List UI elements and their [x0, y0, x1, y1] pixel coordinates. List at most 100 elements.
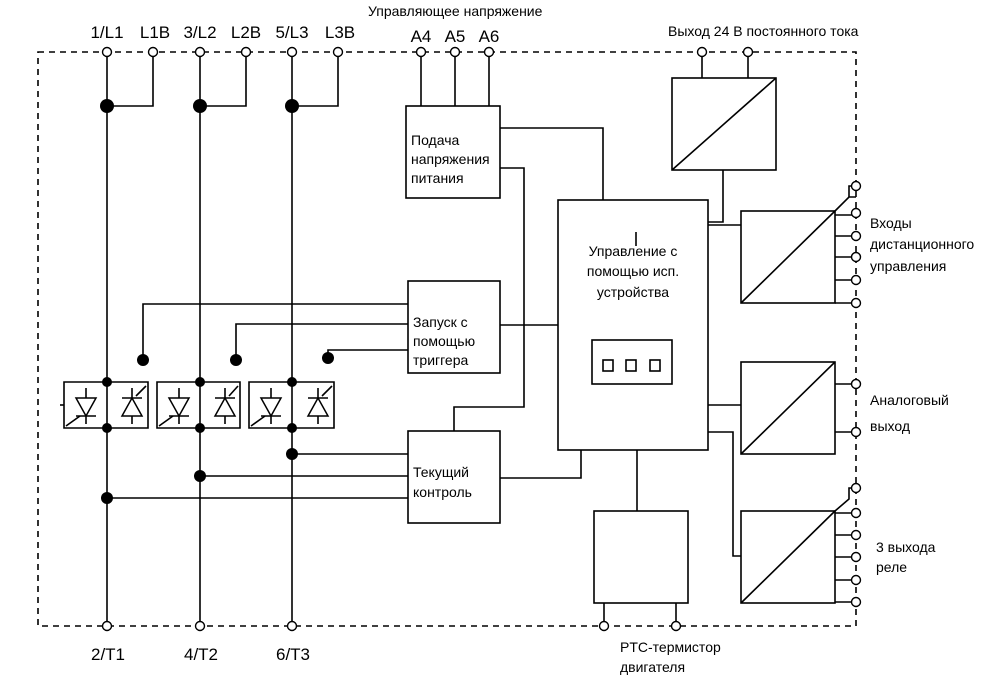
relay-outputs-label-line1: 3 выхода [876, 539, 936, 555]
internal-wiring [453, 127, 741, 557]
terminal-ring-a6 [483, 46, 495, 58]
terminal-ring-relay-4 [850, 551, 862, 563]
current-sense-wiring [107, 453, 408, 499]
power-supply-label-line2: напряжения [411, 151, 490, 167]
terminal-ring-4-t2 [194, 620, 206, 632]
ptc-label-line2: двигателя [620, 659, 685, 675]
terminal-ring-relay-5 [850, 574, 862, 586]
remote-inputs-label-line1: Входы [870, 215, 912, 231]
trigger-start-label-line3: триггера [413, 352, 468, 368]
junction-dot [195, 423, 205, 433]
ptc-block [593, 510, 689, 626]
trigger-start-label-line1: Запуск с [413, 314, 468, 330]
terminal-ring-5-l3 [286, 46, 298, 58]
device-enclosure [37, 51, 857, 627]
thyristor-module-l3 [248, 381, 335, 429]
power-supply-label-line1: Подача [411, 132, 459, 148]
terminal-label-a6: A6 [479, 27, 500, 46]
junction-dot [287, 423, 297, 433]
junction-dot [100, 99, 114, 113]
terminal-ring-l2b [240, 46, 252, 58]
terminal-ring-relay-1 [850, 482, 862, 494]
terminal-ring-1-l1 [101, 46, 113, 58]
junction-dot [195, 377, 205, 387]
terminal-ring-ptc-1 [598, 620, 610, 632]
terminal-ring-remote-2 [850, 207, 862, 219]
terminal-ring-l3b [332, 46, 344, 58]
ptc-label-line1: PTC-термистор [620, 639, 721, 655]
junction-dot [285, 99, 299, 113]
terminal-ring-remote-3 [850, 230, 862, 242]
terminal-label-6-t3: 6/T3 [276, 645, 310, 664]
junction-dot [286, 448, 298, 460]
junction-dot [193, 99, 207, 113]
relay-outputs-label-line2: реле [876, 559, 907, 575]
dc-output-converter [671, 52, 777, 171]
terminal-ring-remote-4 [850, 251, 862, 263]
terminal-ring-2-t1 [101, 620, 113, 632]
device-control-label-line2: помощью исп. [587, 263, 679, 279]
terminal-ring-relay-2 [850, 507, 862, 519]
analog-output-label-line1: Аналоговый [870, 392, 949, 408]
terminal-ring-l1b [147, 46, 159, 58]
terminal-ring-analog-1 [850, 378, 862, 390]
terminal-ring-a5 [449, 46, 461, 58]
power-supply-label-line3: питания [411, 170, 464, 186]
terminal-label-3-l2: 3/L2 [183, 23, 216, 42]
control-voltage-wiring [420, 52, 490, 106]
top-terminals [101, 46, 344, 58]
current-control-label-line2: контроль [413, 484, 472, 500]
terminal-label-l1b: L1B [140, 23, 170, 42]
current-control-block: Текущий контроль [407, 430, 501, 524]
display-segment [602, 359, 614, 372]
remote-inputs-label-line3: управления [870, 258, 946, 274]
terminal-label-a5: A5 [445, 27, 466, 46]
current-control-label-line1: Текущий [413, 464, 469, 480]
terminal-label-5-l3: 5/L3 [275, 23, 308, 42]
terminal-ring-a4 [415, 46, 427, 58]
thyristor-module-l2 [156, 381, 241, 429]
terminal-ring-dc-minus [742, 46, 754, 58]
terminal-ring-remote-1 [850, 180, 862, 192]
dc-output-label: Выход 24 В постоянного тока [668, 23, 859, 39]
terminal-ring-remote-6 [850, 297, 862, 309]
terminal-label-2-t1: 2/T1 [91, 645, 125, 664]
device-control-label-line3: устройства [597, 284, 669, 300]
gate-junction-dot [322, 352, 334, 364]
terminal-label-a4: A4 [411, 27, 432, 46]
terminal-ring-relay-3 [850, 529, 862, 541]
junction-dot [287, 377, 297, 387]
analog-output-block [740, 361, 856, 455]
remote-inputs-label-line2: дистанционного [870, 236, 974, 252]
terminal-ring-relay-6 [850, 596, 862, 608]
terminal-label-4-t2: 4/T2 [184, 645, 218, 664]
trigger-start-label-line2: помощью [413, 333, 475, 349]
terminal-label-l2b: L2B [231, 23, 261, 42]
terminal-ring-6-t3 [286, 620, 298, 632]
trigger-start-block: Запуск с помощью триггера [407, 280, 501, 374]
terminal-label-l3b: L3B [325, 23, 355, 42]
junction-dot [102, 377, 112, 387]
device-control-label-line1: Управление с [589, 243, 678, 259]
control-voltage-label: Управляющее напряжение [368, 3, 543, 19]
terminal-ring-3-l2 [194, 46, 206, 58]
terminal-ring-ptc-2 [670, 620, 682, 632]
device-control-block: Управление с помощью исп. устройства [557, 199, 709, 451]
remote-inputs-block [740, 185, 856, 304]
analog-output-label-line2: выход [870, 418, 910, 434]
terminal-ring-analog-2 [850, 426, 862, 438]
terminal-label-1-l1: 1/L1 [90, 23, 123, 42]
terminal-ring-dc-plus [696, 46, 708, 58]
power-supply-block: Подача напряжения питания [405, 105, 501, 199]
display-segment [649, 359, 661, 372]
thyristor-module-l1 [60, 381, 149, 429]
junction-dot [102, 423, 112, 433]
gate-junction-dot [230, 354, 242, 366]
junction-dot [101, 492, 113, 504]
terminal-ring-remote-5 [850, 274, 862, 286]
gate-junction-dot [137, 354, 149, 366]
display-segment [625, 359, 637, 372]
phase-wiring [106, 52, 339, 626]
